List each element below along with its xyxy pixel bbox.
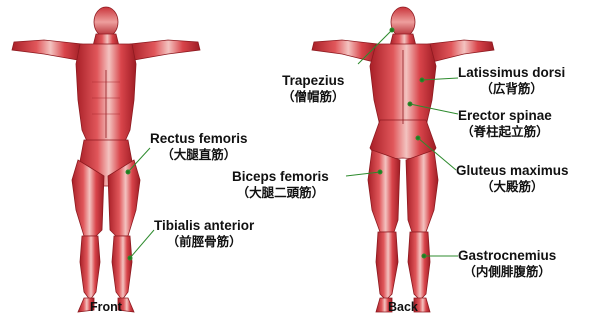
label-trapezius: Trapezius （僧帽筋） (282, 72, 345, 106)
label-biceps-femoris: Biceps femoris （大腿二頭筋） (232, 168, 329, 202)
label-tibialis-anterior-jp: （前脛骨筋） (154, 234, 254, 251)
back-right-calf (408, 232, 430, 300)
label-erector-spinae: Erector spinae （脊柱起立筋） (458, 107, 552, 141)
front-head (94, 7, 118, 37)
back-left-thigh (368, 150, 400, 232)
front-right-shin (112, 236, 132, 300)
back-left-arm (312, 40, 378, 62)
label-erector-spinae-en: Erector spinae (458, 107, 552, 124)
label-latissimus-dorsi-en: Latissimus dorsi (458, 64, 565, 81)
back-left-calf (376, 232, 398, 300)
back-head (391, 7, 415, 37)
label-trapezius-jp: （僧帽筋） (282, 89, 345, 106)
label-rectus-femoris-en: Rectus femoris (150, 130, 248, 147)
label-latissimus-dorsi-jp: （広背筋） (458, 81, 565, 98)
back-right-thigh (406, 150, 438, 232)
back-view-title: Back (388, 300, 418, 314)
back-right-arm (428, 40, 494, 62)
label-gastrocnemius-jp: （内側腓腹筋） (458, 264, 556, 281)
label-trapezius-en: Trapezius (282, 72, 345, 89)
front-right-arm (130, 40, 200, 60)
front-view-title: Front (90, 300, 122, 314)
label-gluteus-maximus-jp: （大殿筋） (456, 179, 569, 196)
label-gluteus-maximus: Gluteus maximus （大殿筋） (456, 162, 569, 196)
label-biceps-femoris-jp: （大腿二頭筋） (232, 185, 329, 202)
pointer-tibialis-anterior (130, 230, 154, 258)
front-left-shin (80, 236, 100, 300)
label-tibialis-anterior: Tibialis anterior （前脛骨筋） (154, 217, 254, 251)
label-gluteus-maximus-en: Gluteus maximus (456, 162, 569, 179)
label-erector-spinae-jp: （脊柱起立筋） (458, 124, 552, 141)
label-gastrocnemius: Gastrocnemius （内側腓腹筋） (458, 247, 556, 281)
front-left-arm (12, 40, 82, 60)
label-tibialis-anterior-en: Tibialis anterior (154, 217, 254, 234)
label-biceps-femoris-en: Biceps femoris (232, 168, 329, 185)
label-rectus-femoris: Rectus femoris （大腿直筋） (150, 130, 248, 164)
label-latissimus-dorsi: Latissimus dorsi （広背筋） (458, 64, 565, 98)
label-gastrocnemius-en: Gastrocnemius (458, 247, 556, 264)
label-rectus-femoris-jp: （大腿直筋） (150, 147, 248, 164)
